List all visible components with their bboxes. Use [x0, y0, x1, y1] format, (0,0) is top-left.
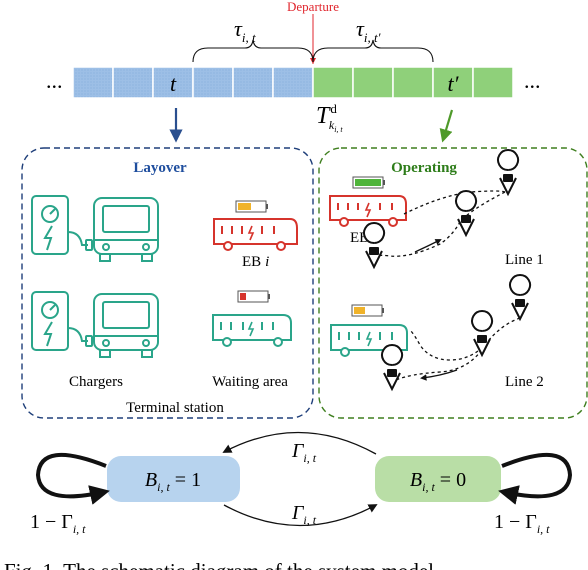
self-loop-charging-arrow: [35, 452, 110, 505]
state-charging-box: [107, 456, 240, 502]
bus-stop-pin-icon: [497, 149, 520, 197]
time-slot-blue: [232, 66, 274, 99]
time-slot-green: [472, 66, 514, 99]
layover-panel: Layover: [21, 147, 314, 419]
waiting-area-label: Waiting area: [212, 374, 288, 390]
self-loop-operating-label: 1 − Γi, t: [494, 511, 550, 536]
gamma-bottom-label: Γi, t: [291, 502, 317, 527]
operating-panel: Operating EBi: [318, 147, 588, 419]
line-1-direction-arrow: [414, 239, 442, 253]
battery-full-icon: [352, 176, 385, 189]
chargers-label: Chargers: [69, 374, 123, 390]
bus-stop-pin-icon: [471, 310, 494, 358]
state-operating-label: Bi, t = 0: [410, 469, 466, 494]
tau-left-brace: [192, 39, 314, 63]
transition-to-operating-arrow: [223, 504, 378, 527]
battery-half-icon: [235, 200, 268, 213]
line-1-label: Line 1: [505, 252, 544, 268]
departure-label: Departure: [287, 0, 339, 14]
operating-bus-red-icon: [329, 195, 407, 227]
t-prime-label: t′: [448, 71, 460, 96]
line-2-direction-arrow: [420, 369, 458, 381]
charger-station-1: [31, 195, 93, 255]
timeline: Departure τi, t τi, t′ ... ... t t′: [46, 0, 541, 143]
tau-left-label: τi, t: [234, 16, 256, 45]
line-2-label: Line 2: [505, 374, 544, 390]
timeline-right-ellipsis: ...: [524, 68, 541, 93]
transition-to-charging-arrow: [222, 431, 377, 455]
t-label: t: [170, 71, 177, 96]
state-transition-diagram: Bi, t = 1 Bi, t = 0 Γi, t Γi, t 1 − Γi, …: [30, 431, 573, 536]
time-slot-blue: [112, 66, 154, 99]
battery-low-icon: [237, 290, 270, 303]
operating-down-arrow: [439, 109, 454, 143]
battery-mid-icon: [351, 304, 384, 317]
time-slot-blue: [272, 66, 314, 99]
past-time-slots: [72, 66, 314, 99]
time-slot-green: [352, 66, 394, 99]
self-loop-operating-arrow: [498, 452, 573, 505]
figure-caption: Fig. 1. The schematic diagram of the sys…: [4, 559, 439, 570]
self-loop-charging-label: 1 − Γi, t: [30, 511, 86, 536]
tau-right-label: τi, t′: [356, 16, 381, 45]
terminal-station-label: Terminal station: [126, 400, 224, 416]
state-operating-box: [375, 456, 501, 502]
time-slot-green: [432, 66, 474, 99]
charged-bus-front-2: [93, 293, 159, 358]
layover-title: Layover: [133, 160, 187, 176]
operating-box: [318, 147, 588, 419]
time-slot-blue: [72, 66, 114, 99]
gamma-top-label: Γi, t: [291, 440, 317, 465]
operating-title: Operating: [391, 160, 457, 176]
bus-stop-pin-icon: [381, 344, 404, 392]
bus-stop-pin-icon: [509, 274, 532, 322]
time-slot-green: [312, 66, 354, 99]
bus-stop-pin-icon: [455, 190, 478, 238]
electric-bus-red-icon: [213, 218, 298, 251]
charged-bus-front-1: [93, 197, 159, 262]
line-2-route: [395, 317, 521, 381]
charger-station-2: [31, 291, 93, 351]
electric-bus-teal-icon: [212, 314, 292, 347]
state-charging-label: Bi, t = 1: [145, 469, 201, 494]
timeline-left-ellipsis: ...: [46, 68, 63, 93]
tau-right-brace: [312, 39, 434, 63]
future-time-slots: [312, 66, 514, 99]
time-slot-blue: [152, 66, 194, 99]
bus-stop-pin-icon: [363, 222, 386, 270]
time-slot-blue: [192, 66, 234, 99]
layover-box: [21, 147, 314, 419]
time-slot-green: [392, 66, 434, 99]
